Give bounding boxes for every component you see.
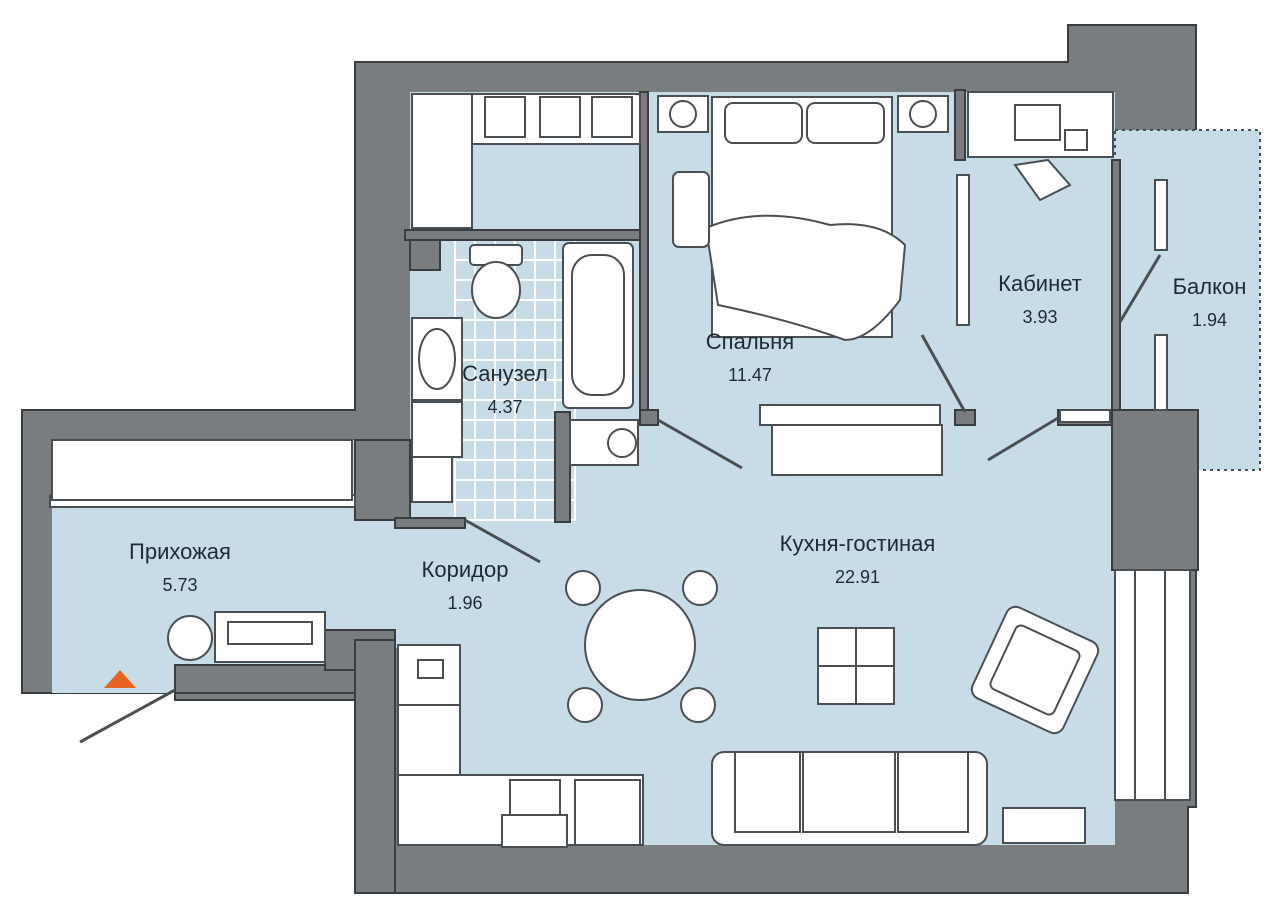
corridor-floor <box>355 518 455 648</box>
room-name: Кабинет <box>998 271 1082 296</box>
room-name: Балкон <box>1172 274 1247 299</box>
armchair-icon <box>970 605 1100 735</box>
interior-walls <box>174 89 1199 894</box>
entrance-arrow-icon <box>104 670 136 688</box>
room-label-kitchen-living: Кухня-гостиная 22.91 <box>750 530 965 588</box>
tv-stand-icon <box>771 424 943 476</box>
room-area: 3.93 <box>1022 306 1058 327</box>
room-area: 11.47 <box>728 364 772 385</box>
doors <box>79 254 1162 744</box>
bathtub-icon <box>562 242 634 409</box>
stove-icon <box>397 644 644 848</box>
room-label-study: Кабинет 3.93 <box>970 270 1110 328</box>
room-area: 1.94 <box>1191 309 1228 330</box>
toilet-icon <box>469 244 523 319</box>
room-label-corridor: Коридор 1.96 <box>395 556 535 614</box>
room-label-balcony: Балкон 1.94 <box>1152 273 1267 331</box>
room-label-bathroom: Санузел 4.37 <box>440 360 570 418</box>
hallway-wardrobe-icon <box>51 439 353 501</box>
room-label-hallway: Прихожая 5.73 <box>110 538 250 596</box>
dining-table-icon <box>565 570 718 723</box>
wardrobe-icon <box>411 93 641 229</box>
sink-icon <box>411 317 463 401</box>
room-name: Коридор <box>421 557 509 582</box>
room-area: 22.91 <box>834 566 881 587</box>
shoe-cabinet-icon <box>167 611 326 663</box>
room-name: Санузел <box>462 361 548 386</box>
coffee-table-icon <box>817 627 895 705</box>
bookshelf-icon <box>1002 807 1086 844</box>
room-area: 4.37 <box>487 396 523 417</box>
room-name: Спальня <box>705 329 795 354</box>
bed-icon <box>657 95 949 342</box>
sofa-icon <box>711 751 988 846</box>
room-area: 5.73 <box>162 574 198 595</box>
washing-machine-icon <box>411 401 639 503</box>
room-name: Прихожая <box>129 539 231 564</box>
desk-icon <box>967 91 1114 202</box>
room-area: 1.96 <box>447 592 483 613</box>
room-label-bedroom: Спальня 11.47 <box>680 328 820 386</box>
room-name: Кухня-гостиная <box>779 531 936 556</box>
